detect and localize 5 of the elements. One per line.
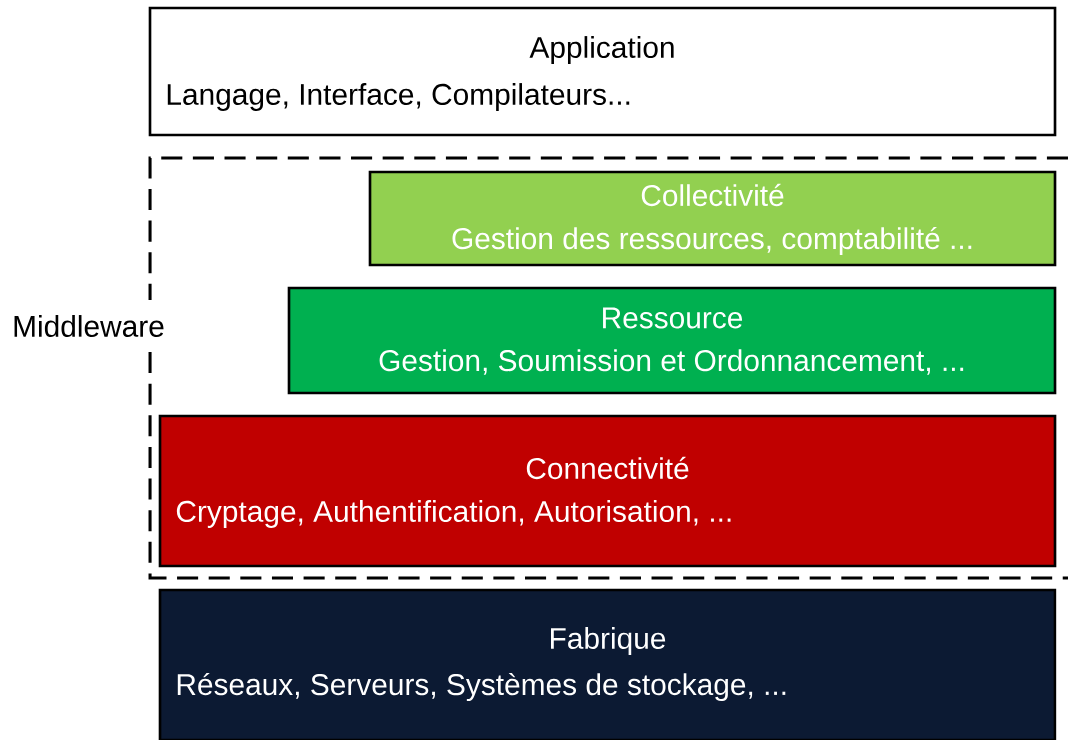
layer-box: Ressource Gestion, Soumission et Ordonnancement, ...	[287, 286, 1057, 395]
layer-box: Collectivité Gestion des ressources, comptabilité ...	[368, 170, 1057, 267]
layer-box: Fabrique Réseaux, Serveurs, Systèmes de stockage, ...	[158, 588, 1057, 740]
layer-box: Connectivité Cryptage, Authentification, Autorisation, ...	[158, 414, 1057, 568]
layer-box: Application Langage, Interface, Compilateurs...	[148, 6, 1057, 137]
